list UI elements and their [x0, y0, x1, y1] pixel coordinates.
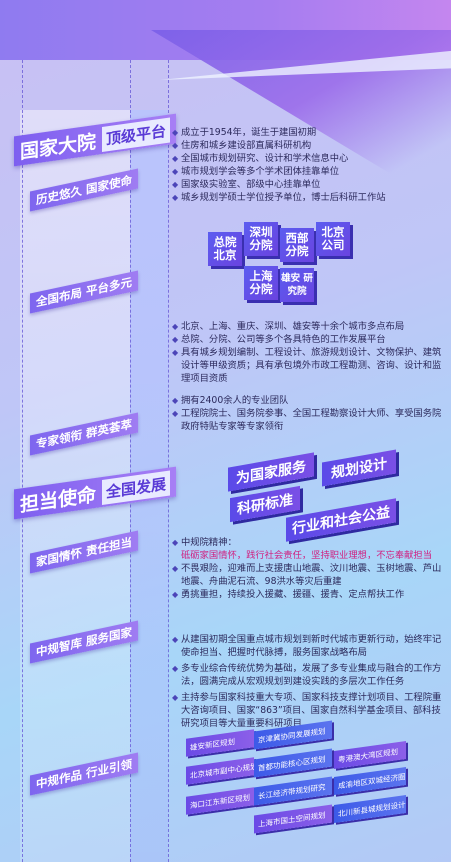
spirit-text: 砥砺家国情怀，践行社会责任，坚持职业理想，不忘奉献担当: [181, 550, 433, 561]
bullet-icon: ◆: [172, 396, 179, 405]
bullet-icon: ◆: [172, 348, 179, 357]
bullet-icon: ◆: [172, 335, 179, 344]
dashed-rail: [22, 60, 23, 862]
bullet-icon: ◆: [172, 322, 179, 331]
list-item: 砥砺家国情怀，践行社会责任，坚持职业理想，不忘奉献担当: [172, 549, 444, 562]
bullet-icon: ◆: [172, 193, 179, 202]
work-card: 成渝地区双城经济圈: [334, 766, 406, 796]
leaders-list: ◆拥有2400余人的专业团队 ◆工程院院士、国务院参事、全国工程勘察设计大师、享…: [172, 394, 444, 433]
list-item: ◆全国城市规划研究、设计和学术信息中心: [172, 153, 349, 164]
list-item: ◆北京、上海、重庆、深圳、雄安等十余个城市多点布局: [172, 321, 405, 332]
list-item: ◆从建国初期全国重点城市规划到新时代城市更新行动，始终牢记使命担当、把握时代脉搏…: [172, 634, 442, 658]
branch-cube: 西部 分院: [280, 228, 314, 262]
list-item: ◆工程院院士、国务院参事、全国工程勘察设计大师、享受国务院政府特贴专家等专家领衔: [172, 408, 442, 432]
care-list: ◆中规院精神： 砥砺家国情怀，践行社会责任，坚持职业理想，不忘奉献担当 ◆不畏艰…: [172, 536, 444, 601]
work-card: 雄安新区规划: [186, 729, 254, 757]
list-item: ◆多专业综合传统优势为基础，发展了多专业集成与融合的工作方法，圆满完成从宏观规划…: [172, 663, 442, 687]
bullet-icon: ◆: [172, 693, 179, 702]
value-tile: 为国家服务: [228, 452, 314, 492]
bullet-icon: ◆: [172, 538, 179, 547]
bullet-icon: ◆: [172, 564, 179, 573]
think-list: ◆从建国初期全国重点城市规划到新时代城市更新行动，始终牢记使命担当、把握时代脉搏…: [172, 633, 444, 730]
list-item: ◆中规院精神：: [172, 537, 237, 548]
work-card: 长江经济带规划研究: [254, 776, 332, 806]
branch-cube: 总院 北京: [208, 232, 242, 266]
value-tile: 规划设计: [322, 449, 396, 487]
work-card: 首都功能核心区规划: [254, 748, 332, 778]
dashed-rail: [168, 60, 169, 862]
list-item: ◆成立于1954年，诞生于建国初期: [172, 127, 317, 138]
list-item: ◆主持参与国家科技重大专项、国家科技支撑计划项目、工程院重大咨询项目、国家“86…: [172, 692, 442, 729]
bullet-icon: ◆: [172, 664, 179, 673]
bullet-icon: ◆: [172, 409, 179, 418]
list-item: ◆不畏艰险，迎难而上支援唐山地震、汶川地震、玉树地震、芦山地震、舟曲泥石流、98…: [172, 563, 442, 587]
list-item: ◆拥有2400余人的专业团队: [172, 395, 289, 406]
work-card: 上海市国土空间规划: [254, 804, 332, 834]
bullet-icon: ◆: [172, 141, 179, 150]
branch-cube: 北京 公司: [316, 222, 350, 256]
branch-cube: 雄安 研究院: [280, 268, 314, 302]
bullet-icon: ◆: [172, 167, 179, 176]
list-item: ◆城市规划学会等多个学术团体挂靠单位: [172, 166, 340, 177]
layout-list: ◆北京、上海、重庆、深圳、雄安等十余个城市多点布局 ◆总院、分院、公司等多个各具…: [172, 320, 444, 385]
branch-cube: 深圳 分院: [244, 222, 278, 256]
history-list: ◆成立于1954年，诞生于建国初期 ◆住房和城乡建设部直属科研机构 ◆全国城市规…: [172, 126, 444, 204]
work-card: 海口江东新区规划: [186, 787, 254, 815]
list-item: ◆总院、分院、公司等多个各具特色的工作发展平台: [172, 334, 386, 345]
list-item: ◆城乡规划学硕士学位授予单位，博士后科研工作站: [172, 192, 386, 203]
list-item: ◆住房和城乡建设部直属科研机构: [172, 140, 312, 151]
branch-cube: 上海 分院: [244, 266, 278, 300]
bullet-icon: ◆: [172, 154, 179, 163]
bullet-icon: ◆: [172, 635, 179, 644]
work-card: 北京城市副中心规划: [186, 757, 258, 785]
list-item: ◆国家级实验室、部级中心挂靠单位: [172, 179, 321, 190]
bullet-icon: ◆: [172, 590, 179, 599]
list-item: ◆勇挑重担，持续投入援藏、援疆、援青、定点帮扶工作: [172, 589, 405, 600]
dashed-rail: [130, 60, 131, 862]
bullet-icon: ◆: [172, 128, 179, 137]
list-item: ◆具有城乡规划编制、工程设计、旅游规划设计、文物保护、建筑设计等甲级资质；具有承…: [172, 347, 442, 384]
work-card: 粤港澳大湾区规划: [334, 740, 406, 770]
work-card: 北川新县城规划设计: [334, 794, 406, 824]
bullet-icon: ◆: [172, 180, 179, 189]
